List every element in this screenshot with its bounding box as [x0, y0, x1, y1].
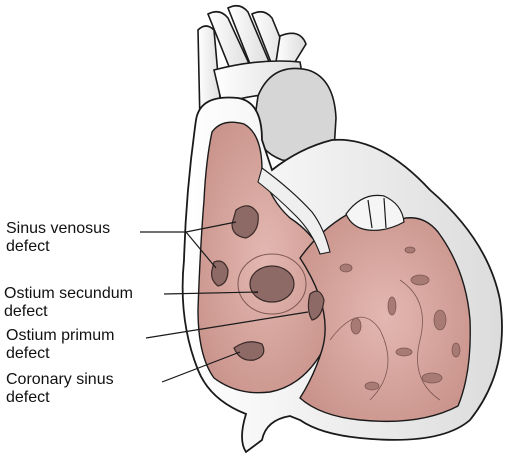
defects [211, 205, 325, 361]
leader-sinus-venosus [140, 221, 237, 269]
label-ostium-primum-defect: Ostium primum defect [6, 327, 114, 363]
label-coronary-sinus-defect: Coronary sinus defect [6, 371, 114, 407]
label-sinus-venosus-defect: Sinus venosus defect [6, 220, 110, 256]
pulmonary-valve [345, 194, 405, 231]
leader-coronary-sinus [161, 351, 241, 383]
aorta [253, 67, 337, 162]
label-line: Ostium primum [6, 327, 115, 344]
sinus-venosus-defect-upper [231, 205, 259, 239]
label-ostium-secundum-defect: Ostium secundum defect [4, 285, 133, 321]
trabeculae [329, 246, 461, 401]
ostium-secundum-defect [249, 265, 295, 303]
ostium-primum-defect [307, 290, 325, 321]
leader-ostium-primum [145, 311, 309, 339]
label-line: defect [6, 238, 50, 255]
label-line: Ostium secundum [4, 285, 133, 302]
label-line: defect [6, 389, 50, 406]
label-line: defect [6, 345, 50, 362]
leader-ostium-secundum [163, 291, 259, 295]
septum [257, 167, 331, 255]
leader-lines [140, 221, 309, 383]
ostium-secundum-rim [237, 253, 307, 315]
label-line: Coronary sinus [6, 371, 114, 388]
label-line: Sinus venosus [6, 220, 111, 237]
label-line: defect [4, 303, 48, 320]
coronary-sinus-defect [233, 341, 265, 361]
